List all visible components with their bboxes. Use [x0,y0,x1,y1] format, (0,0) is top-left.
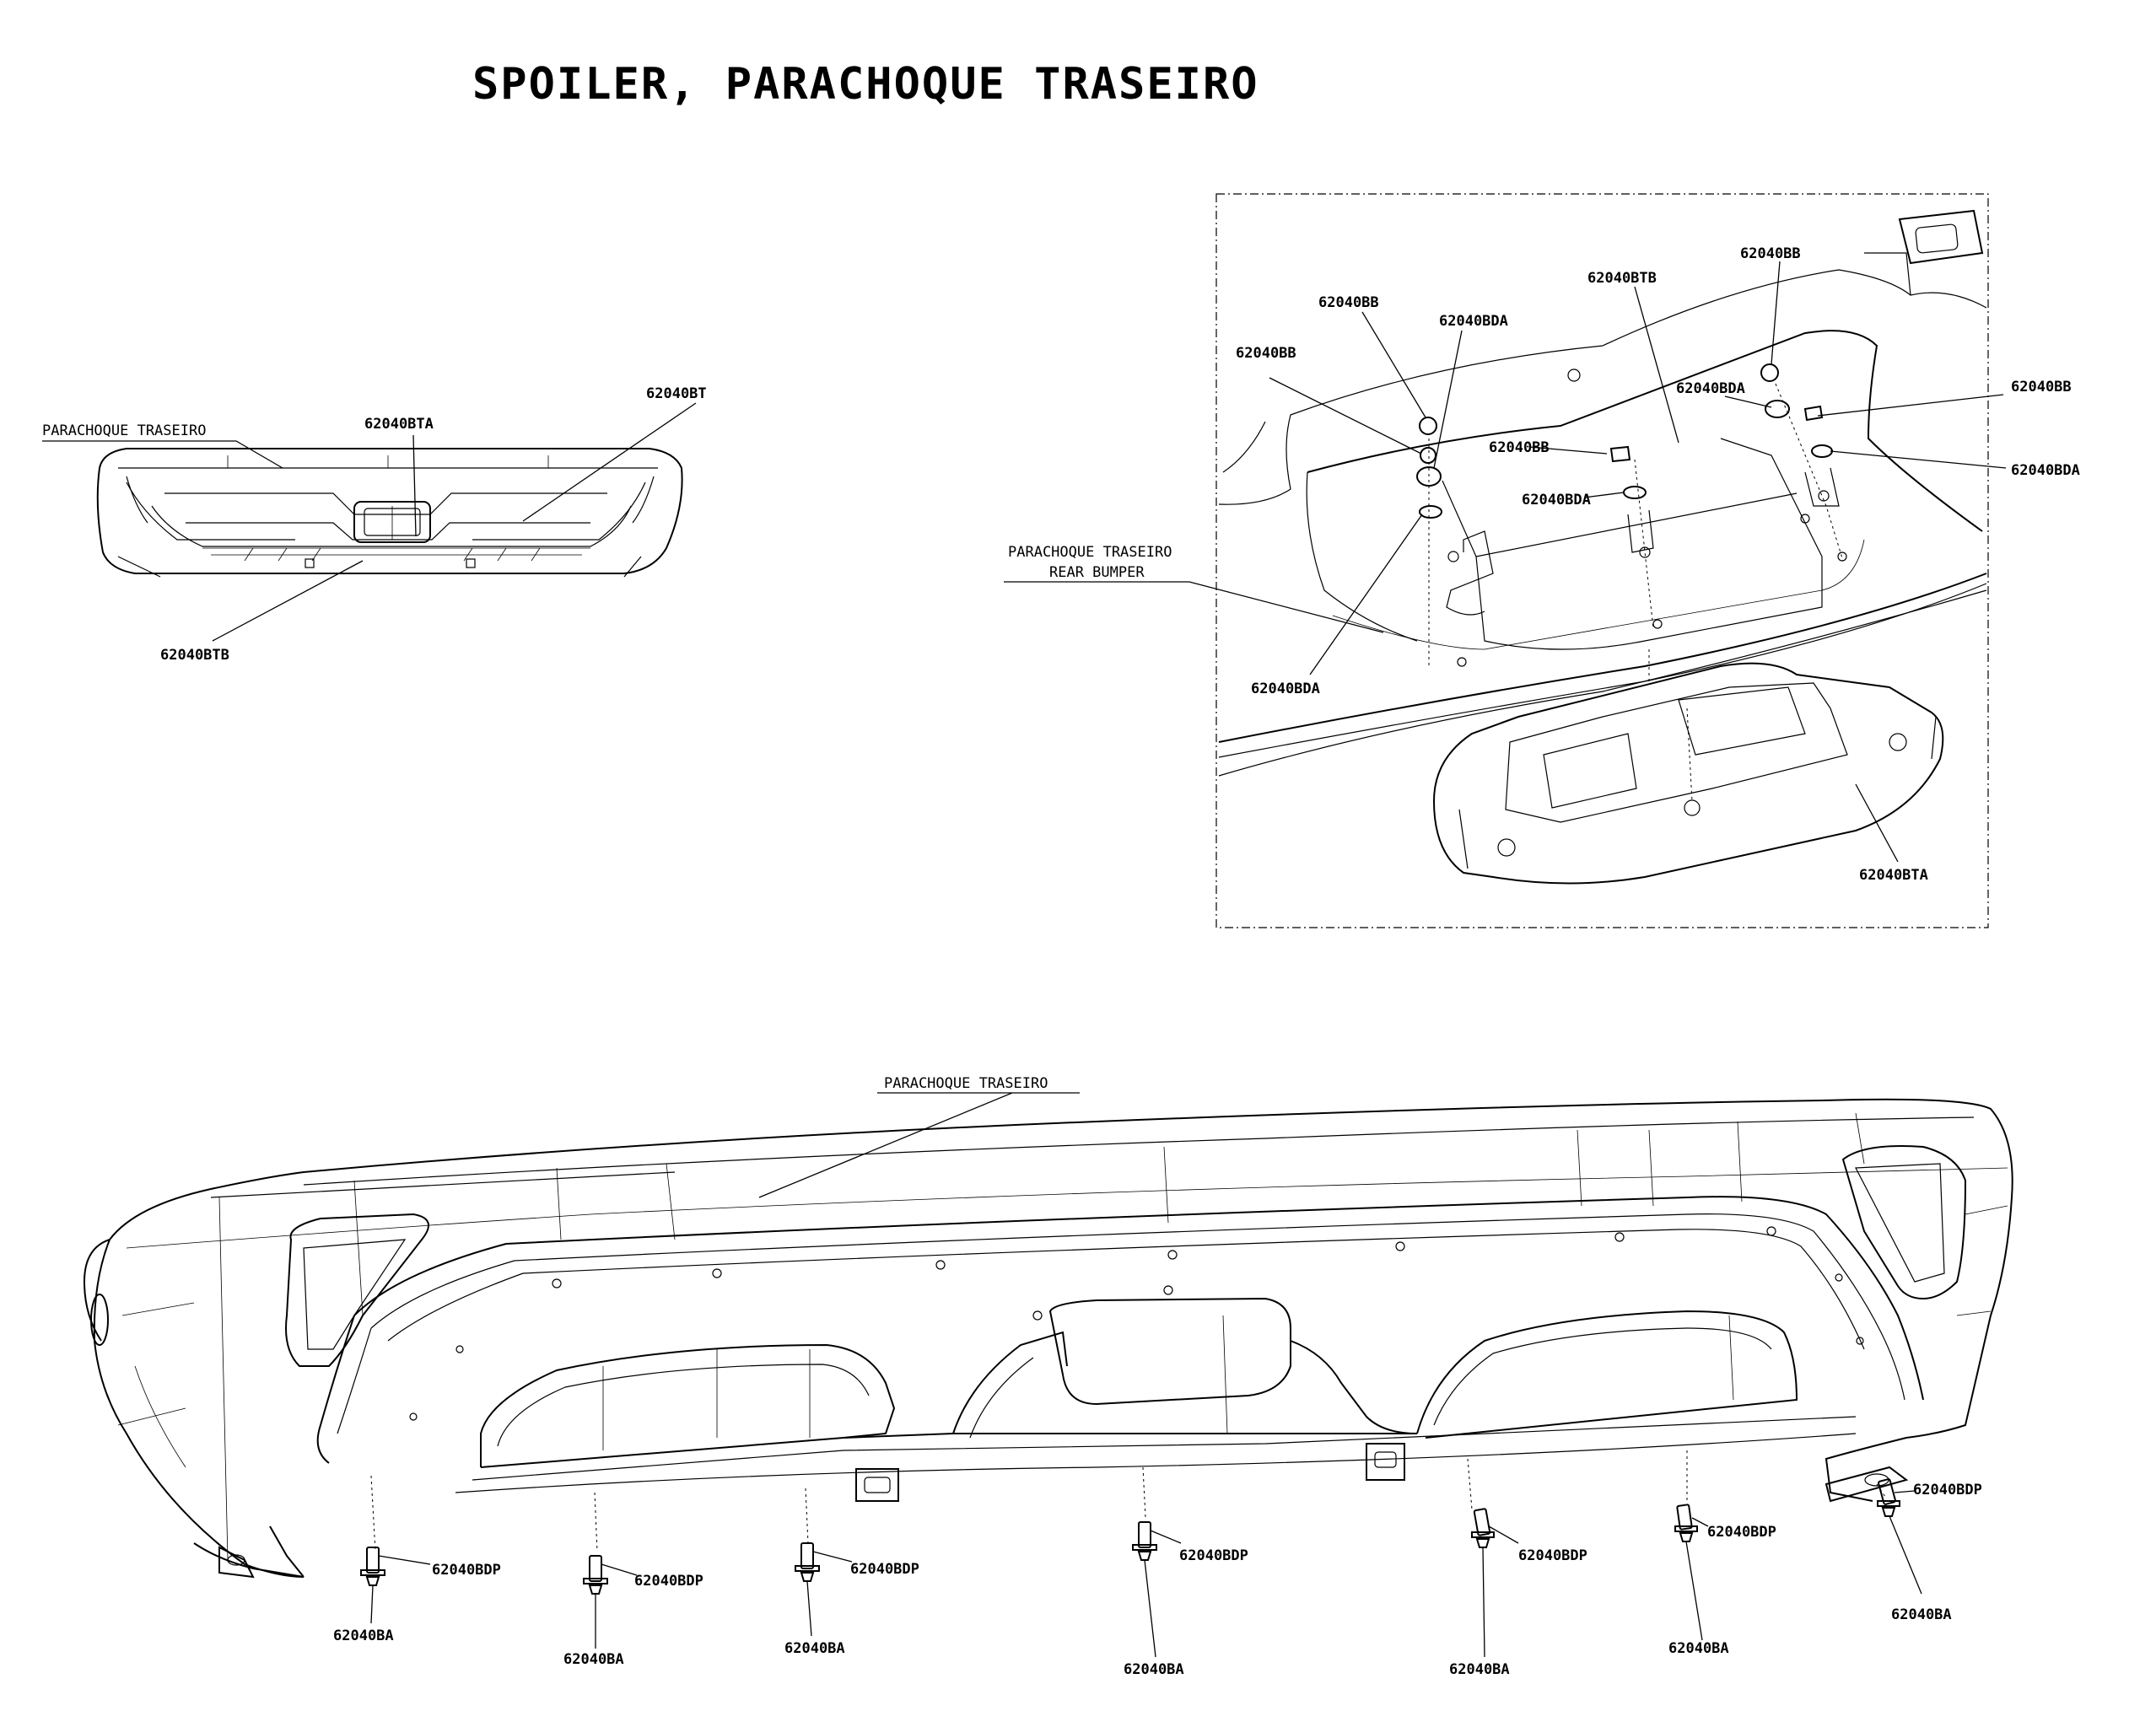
fastener-1-bdp-label: 62040BDP [432,1562,501,1579]
fastener-5-ba-label: 62040BA [1449,1661,1510,1678]
fastener-group-4 [1132,1466,1182,1658]
fastener-4-ba-label: 62040BA [1124,1661,1184,1678]
detail-fasteners [1416,363,1847,667]
detail-label-bda-left-top: 62040BDA [1439,313,1508,330]
detail-label-bb-center: 62040BB [1489,439,1550,456]
detail-drawing [1218,209,1987,885]
main-bumper-label: PARACHOQUE TRASEIRO [884,1075,1048,1092]
detail-bumper-label-pt: PARACHOQUE TRASEIRO [1008,544,1172,561]
fastener-group-6 [1674,1450,1709,1641]
detail-label-bda-center: 62040BDA [1522,492,1591,508]
page-title: SPOILER, PARACHOQUE TRASEIRO [472,59,1259,110]
fastener-3-ba-label: 62040BA [784,1640,845,1657]
fastener-7-bdp-label: 62040BDP [1913,1482,1982,1498]
fastener-2-ba-label: 62040BA [563,1651,624,1668]
detail-label-bb-top-right: 62040BB [1740,245,1801,262]
fastener-6-ba-label: 62040BA [1668,1640,1729,1657]
overview-bumper-drawing [96,448,683,578]
main-fasteners [360,1450,1922,1658]
main-bumper-leader [758,1092,1080,1198]
detail-label-bb-left-top: 62040BB [1318,294,1379,311]
main-bumper-drawing [83,1098,2013,1579]
fastener-7-ba-label: 62040BA [1891,1606,1952,1623]
fastener-group-3 [795,1488,853,1637]
fastener-group-1 [360,1475,431,1624]
overview-leaders [42,402,697,642]
overview-label-bt: 62040BT [646,385,707,402]
fastener-3-bdp-label: 62040BDP [850,1561,919,1578]
detail-label-bb-left-mid: 62040BB [1236,345,1296,362]
detail-bumper-label-en: REAR BUMPER [1049,564,1145,581]
overview-label-btb: 62040BTB [160,647,229,664]
detail-label-bta: 62040BTA [1859,867,1928,884]
fastener-6-bdp-label: 62040BDP [1707,1524,1776,1541]
detail-frame [1215,193,1989,928]
detail-label-bb-right: 62040BB [2011,379,2072,395]
fastener-group-5 [1467,1458,1519,1658]
detail-label-bda-bottom-left: 62040BDA [1251,681,1320,697]
detail-leaders [1004,261,2007,863]
overview-label-bta: 62040BTA [364,416,434,433]
fastener-group-7 [1876,1478,1922,1595]
fastener-5-bdp-label: 62040BDP [1518,1547,1587,1564]
detail-label-bda-right-low: 62040BDA [2011,462,2080,479]
fastener-group-2 [583,1492,638,1649]
fastener-4-bdp-label: 62040BDP [1179,1547,1248,1564]
overview-bumper-label: PARACHOQUE TRASEIRO [42,422,206,439]
fastener-2-bdp-label: 62040BDP [634,1573,703,1590]
detail-label-btb: 62040BTB [1587,270,1657,287]
detail-label-bda-right-mid: 62040BDA [1676,380,1745,397]
fastener-1-ba-label: 62040BA [333,1627,394,1644]
